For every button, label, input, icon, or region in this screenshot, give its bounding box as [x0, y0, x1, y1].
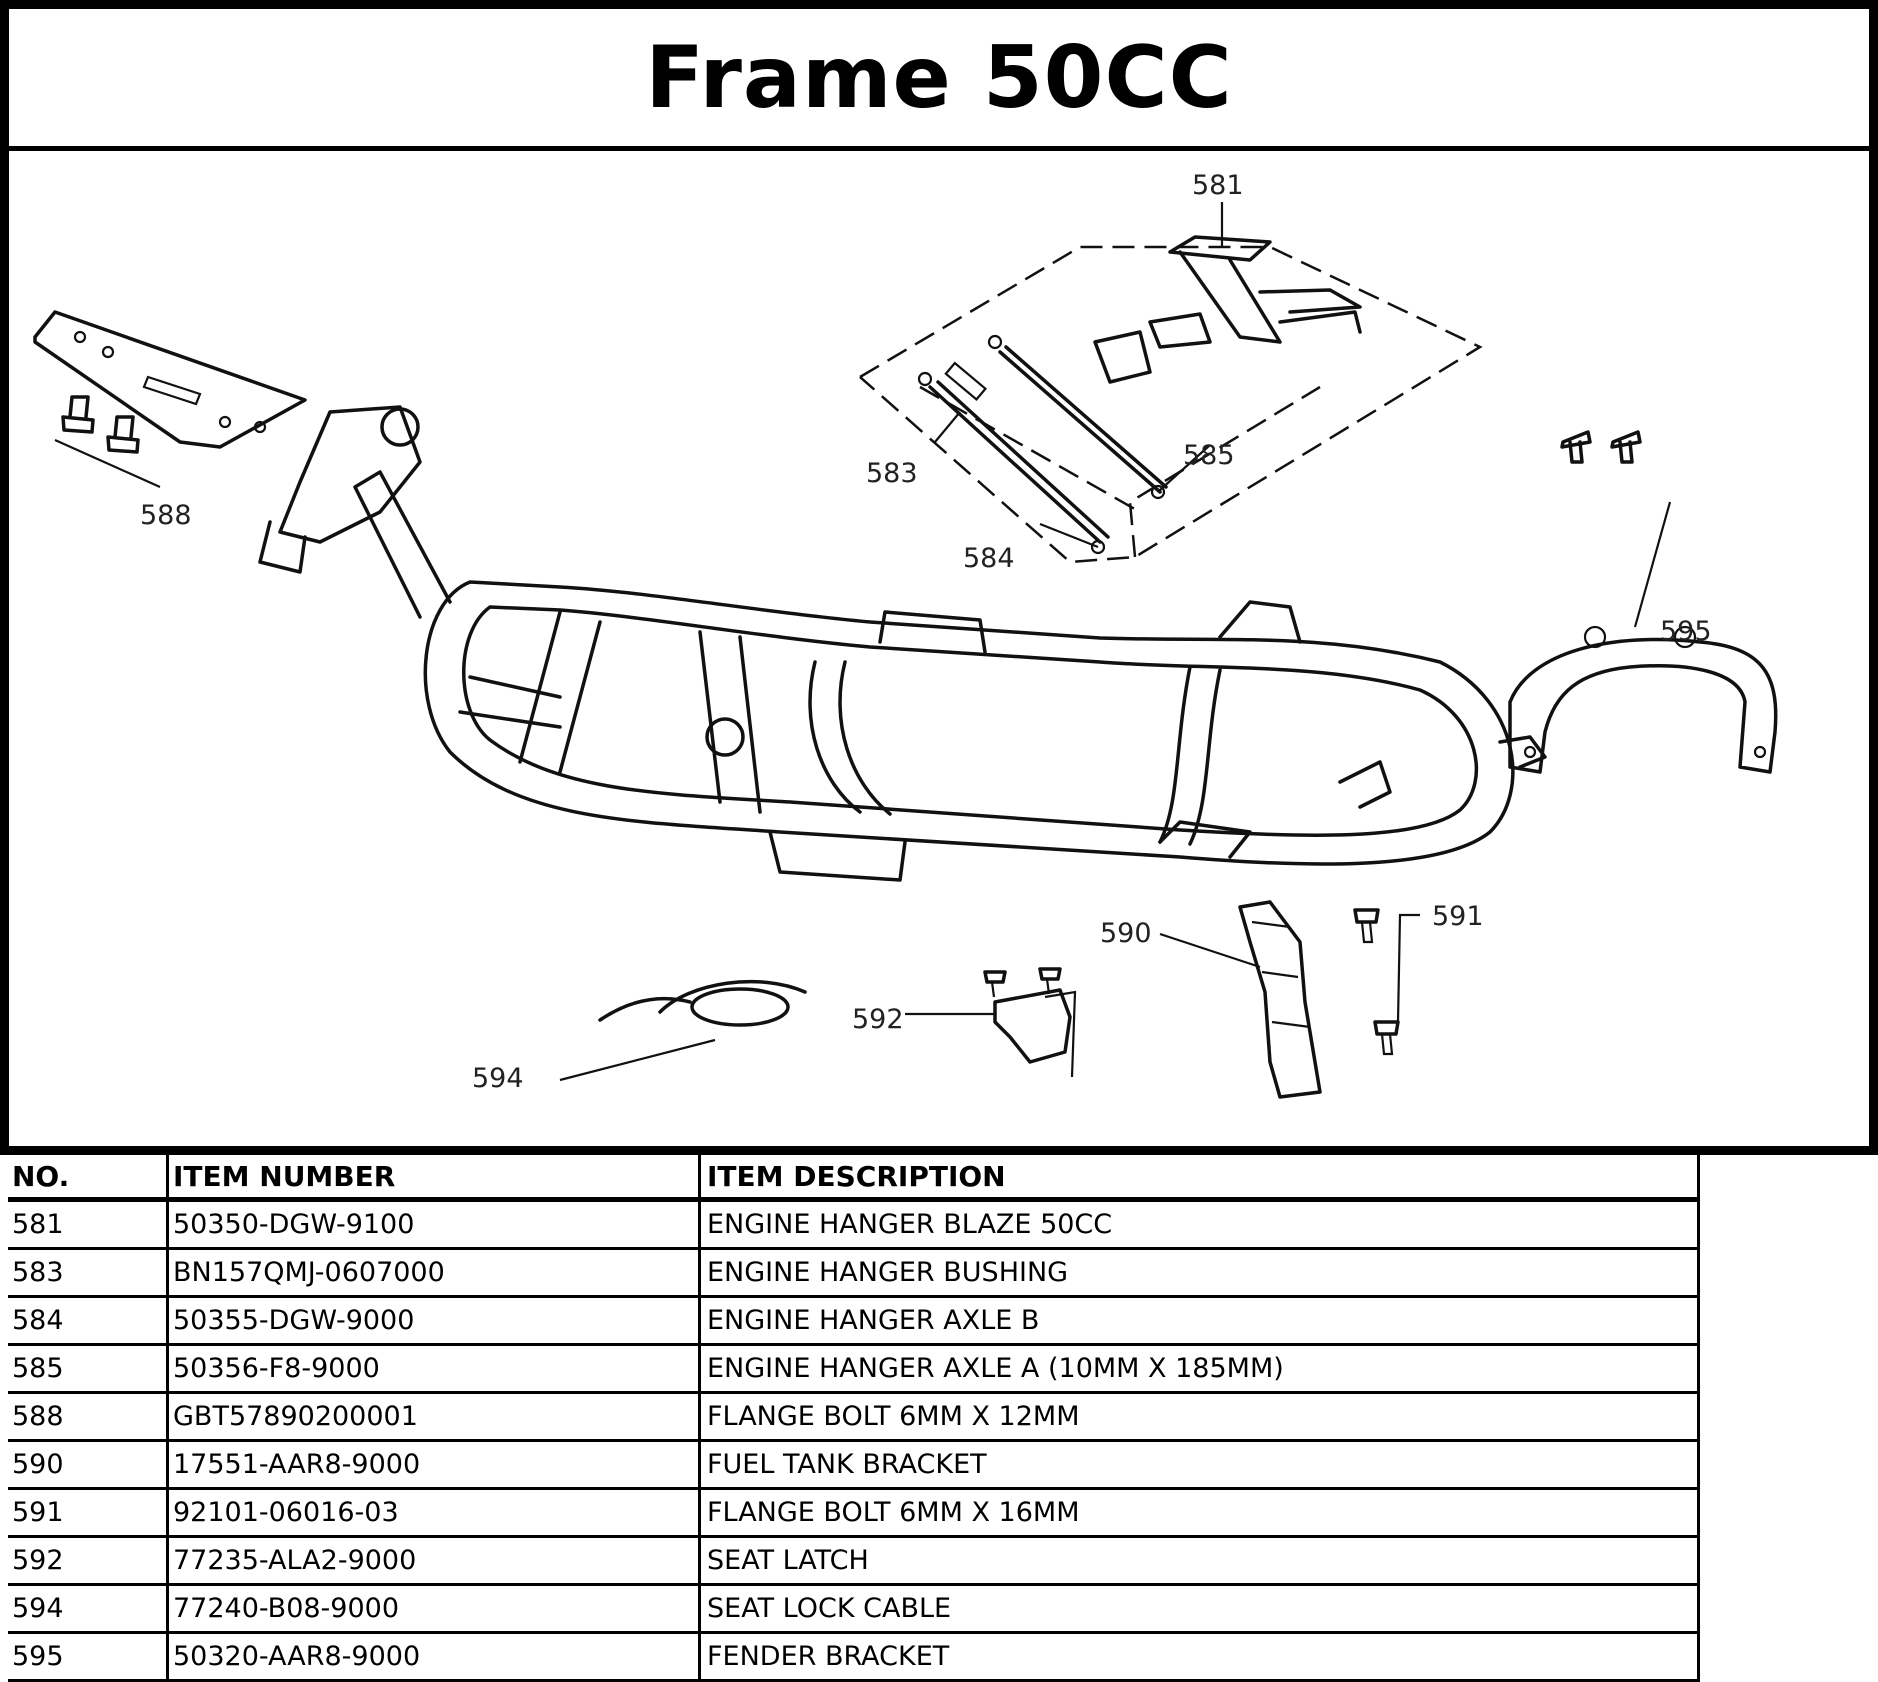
cell-item-description: ENGINE HANGER BLAZE 50CC	[701, 1202, 1700, 1247]
part-588-bracket	[33, 310, 307, 489]
callout-labels: 581 583 584 585 588 590 591 592 594 595	[140, 170, 1712, 1094]
table-row: 595 50320-AAR8-9000 FENDER BRACKET	[8, 1634, 1700, 1682]
callout-581: 581	[1192, 170, 1244, 201]
cell-no: 581	[8, 1202, 169, 1247]
table-row: 583 BN157QMJ-0607000 ENGINE HANGER BUSHI…	[8, 1250, 1700, 1298]
frame-exploded-diagram: 581 583 584 585 588 590 591 592 594 595	[33, 170, 1778, 1099]
cell-no: 590	[8, 1442, 169, 1487]
cell-item-description: FENDER BRACKET	[701, 1634, 1700, 1679]
part-591-bolts	[1353, 908, 1420, 1056]
cell-item-number: 92101-06016-03	[169, 1490, 701, 1535]
part-583-584-585-axles	[917, 334, 1211, 555]
cell-item-number: 50355-DGW-9000	[169, 1298, 701, 1343]
table-row: 594 77240-B08-9000 SEAT LOCK CABLE	[8, 1586, 1700, 1634]
table-row: 584 50355-DGW-9000 ENGINE HANGER AXLE B	[8, 1298, 1700, 1346]
callout-584: 584	[963, 543, 1015, 574]
cell-item-description: ENGINE HANGER AXLE A (10MM X 185MM)	[701, 1346, 1700, 1391]
cell-item-number: 77235-ALA2-9000	[169, 1538, 701, 1583]
title-bar: Frame 50CC	[9, 9, 1869, 151]
part-595-fender-bracket	[1508, 430, 1778, 774]
part-592-seat-latch	[905, 967, 1077, 1078]
cell-no: 588	[8, 1394, 169, 1439]
cell-item-number: 50356-F8-9000	[169, 1346, 701, 1391]
header-item-number: ITEM NUMBER	[169, 1155, 701, 1197]
cell-item-number: 77240-B08-9000	[169, 1586, 701, 1631]
cell-no: 591	[8, 1490, 169, 1535]
cell-item-description: ENGINE HANGER BUSHING	[701, 1250, 1700, 1295]
cell-no: 584	[8, 1298, 169, 1343]
callout-585: 585	[1183, 440, 1235, 471]
cell-item-description: FLANGE BOLT 6MM X 16MM	[701, 1490, 1700, 1535]
cell-item-number: GBT57890200001	[169, 1394, 701, 1439]
cell-no: 594	[8, 1586, 169, 1631]
part-594-seat-lock-cable	[559, 979, 807, 1082]
cell-item-description: SEAT LATCH	[701, 1538, 1700, 1583]
callout-591: 591	[1432, 901, 1484, 932]
cell-item-number: 50350-DGW-9100	[169, 1202, 701, 1247]
table-row: 585 50356-F8-9000 ENGINE HANGER AXLE A (…	[8, 1346, 1700, 1394]
callout-594: 594	[472, 1063, 524, 1094]
cell-item-number: 17551-AAR8-9000	[169, 1442, 701, 1487]
cell-item-number: BN157QMJ-0607000	[169, 1250, 701, 1295]
callout-588: 588	[140, 500, 192, 531]
header-no: NO.	[8, 1155, 169, 1197]
main-frame	[423, 580, 1547, 882]
cell-no: 592	[8, 1538, 169, 1583]
part-590-fuel-tank-bracket	[1159, 900, 1322, 1099]
table-row: 590 17551-AAR8-9000 FUEL TANK BRACKET	[8, 1442, 1700, 1490]
table-row: 592 77235-ALA2-9000 SEAT LATCH	[8, 1538, 1700, 1586]
callout-595: 595	[1660, 616, 1712, 647]
cell-no: 595	[8, 1634, 169, 1679]
table-row: 581 50350-DGW-9100 ENGINE HANGER BLAZE 5…	[8, 1202, 1700, 1250]
cell-item-description: FUEL TANK BRACKET	[701, 1442, 1700, 1487]
cell-item-description: SEAT LOCK CABLE	[701, 1586, 1700, 1631]
parts-table-header: NO. ITEM NUMBER ITEM DESCRIPTION	[8, 1155, 1700, 1202]
cell-item-number: 50320-AAR8-9000	[169, 1634, 701, 1679]
callout-583: 583	[866, 458, 918, 489]
header-item-description: ITEM DESCRIPTION	[701, 1155, 1700, 1197]
callout-592: 592	[852, 1004, 904, 1035]
steering-head	[258, 405, 452, 619]
part-581-engine-hanger	[859, 202, 1483, 564]
parts-table: NO. ITEM NUMBER ITEM DESCRIPTION 581 503…	[8, 1155, 1700, 1682]
cell-no: 583	[8, 1250, 169, 1295]
cell-no: 585	[8, 1346, 169, 1391]
page-title: Frame 50CC	[645, 27, 1233, 128]
callout-590: 590	[1100, 918, 1152, 949]
diagram-frame: Frame 50CC	[0, 0, 1878, 1155]
cell-item-description: ENGINE HANGER AXLE B	[701, 1298, 1700, 1343]
table-row: 588 GBT57890200001 FLANGE BOLT 6MM X 12M…	[8, 1394, 1700, 1442]
cell-item-description: FLANGE BOLT 6MM X 12MM	[701, 1394, 1700, 1439]
table-row: 591 92101-06016-03 FLANGE BOLT 6MM X 16M…	[8, 1490, 1700, 1538]
